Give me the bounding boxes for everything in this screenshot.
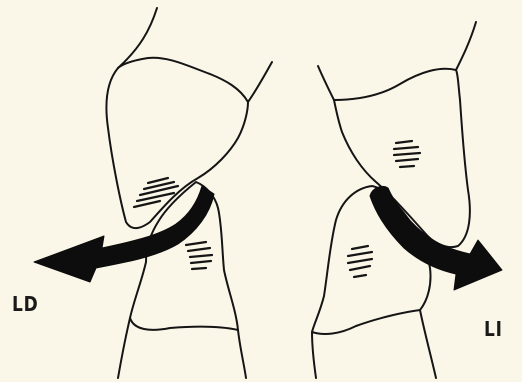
right-upper-bone-shaft: [318, 22, 476, 100]
label-li: LI: [484, 317, 503, 341]
left-upper-bone: [106, 58, 248, 228]
right-upper-hatching: [394, 141, 420, 167]
left-joint: [34, 8, 272, 378]
left-arrow: [34, 186, 214, 282]
label-ld: LD: [12, 292, 39, 316]
left-lower-hatching: [186, 242, 212, 269]
right-arrow: [370, 186, 502, 290]
left-upper-hatching: [134, 178, 178, 207]
right-lower-hatching: [348, 246, 372, 277]
right-joint: [312, 22, 502, 378]
left-upper-bone-shaft: [118, 8, 272, 102]
